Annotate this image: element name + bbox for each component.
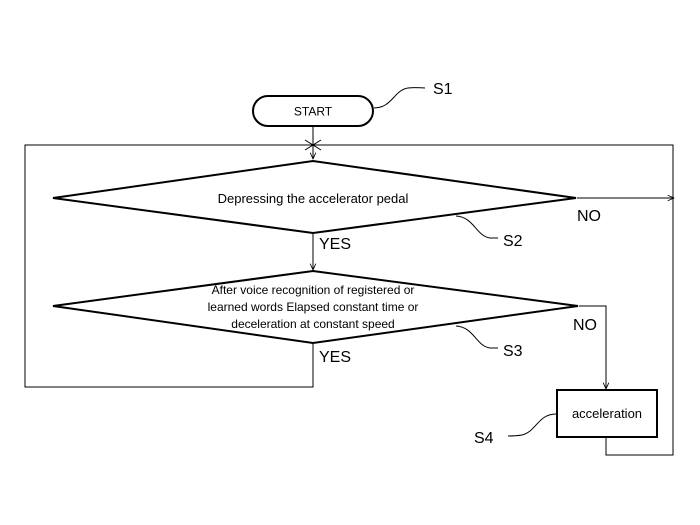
s2-leader-line — [456, 216, 498, 238]
s3-leader-line — [456, 326, 498, 348]
s2-step-id: S2 — [503, 233, 523, 250]
s2-no-label: NO — [577, 208, 601, 225]
s1-leader-line — [374, 88, 425, 108]
s3-no-label: NO — [573, 317, 597, 334]
s4-step-id: S4 — [474, 430, 494, 447]
s1-step-id: S1 — [433, 81, 453, 98]
start-label: START — [294, 105, 333, 119]
s3-line-1: After voice recognition of registered or — [212, 283, 415, 297]
s3-line-3: deceleration at constant speed — [231, 317, 394, 331]
s2-yes-label: YES — [319, 236, 351, 253]
s3-step-id: S3 — [503, 343, 523, 360]
s3-line-2: learned words Elapsed constant time or — [208, 300, 419, 314]
s4-label: acceleration — [572, 406, 642, 421]
s4-leader-line — [508, 414, 556, 436]
s3-yes-label: YES — [319, 349, 351, 366]
s2-decision-text: Depressing the accelerator pedal — [218, 191, 409, 206]
